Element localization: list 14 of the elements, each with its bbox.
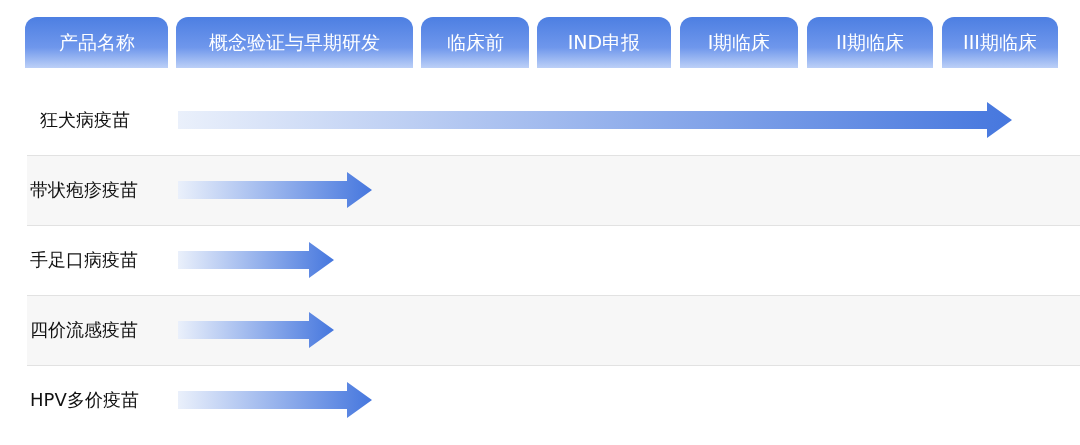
product-name: 手足口病疫苗 xyxy=(30,248,138,272)
stage-tab: 产品名称 xyxy=(25,17,168,68)
stage-tab: IND申报 xyxy=(537,17,671,68)
stage-tab: 临床前 xyxy=(421,17,529,68)
row-band xyxy=(27,155,1080,225)
product-name: 带状疱疹疫苗 xyxy=(30,178,138,202)
stage-tab: II期临床 xyxy=(807,17,933,68)
row-band xyxy=(27,295,1080,365)
product-name: 四价流感疫苗 xyxy=(30,318,138,342)
product-name: HPV多价疫苗 xyxy=(30,388,139,412)
stage-tab: III期临床 xyxy=(942,17,1058,68)
stage-tab: I期临床 xyxy=(680,17,798,68)
product-name: 狂犬病疫苗 xyxy=(40,108,130,132)
stage-tab: 概念验证与早期研发 xyxy=(176,17,413,68)
